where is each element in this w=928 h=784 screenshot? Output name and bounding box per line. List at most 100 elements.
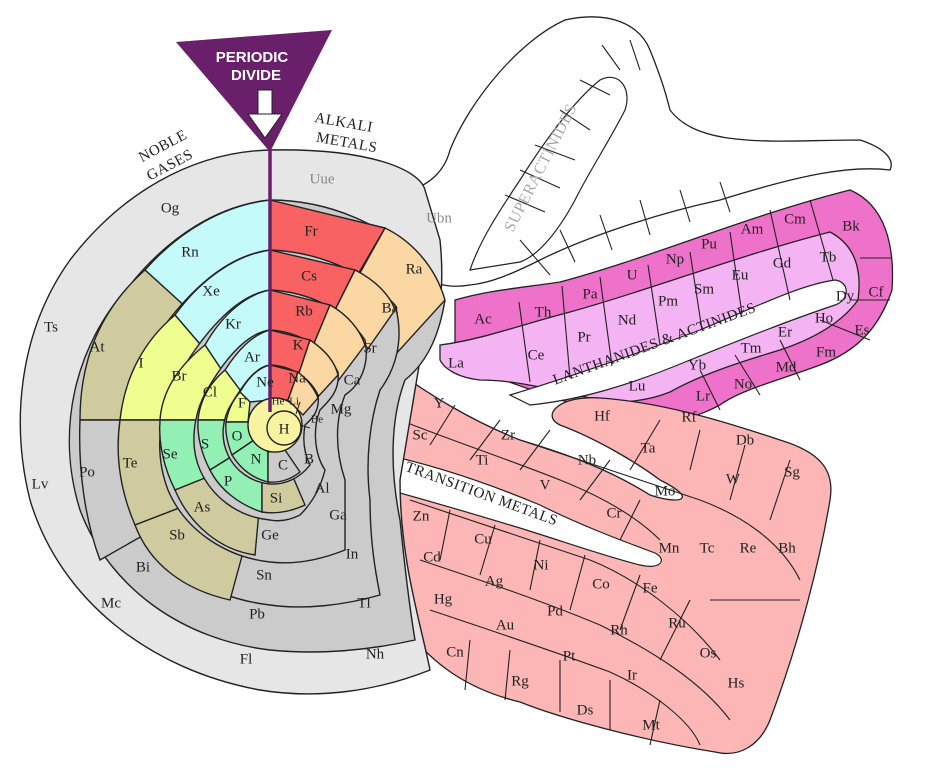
element-w: W [726,471,741,487]
element-uue: Uue [310,171,335,187]
element-ac: Ac [474,311,492,327]
lanthanide-actinide-arm [439,189,894,421]
element-rb: Rb [295,303,313,319]
element-pd: Pd [547,603,563,619]
element-cl: Cl [203,384,217,400]
element-hf: Hf [594,408,610,424]
element-fl: Fl [240,651,253,667]
element-nh: Nh [366,646,385,662]
element-mc: Mc [101,595,121,611]
element-h: H [279,421,290,437]
element-pa: Pa [583,286,598,302]
element-ir: Ir [627,667,637,683]
transition-dividers [399,404,801,746]
element-ts: Ts [44,319,58,335]
element-bh: Bh [778,540,796,556]
element-tl: Tl [357,595,370,611]
element-cs: Cs [301,268,317,284]
element-db: Db [736,432,754,448]
element-cm: Cm [784,211,806,227]
element-ca: Ca [344,372,361,388]
element-b: B [304,451,314,467]
element-tc: Tc [700,540,715,556]
element-bk: Bk [842,218,860,234]
element-be: Be [311,414,323,426]
element-rf: Rf [682,409,697,425]
transition-band [391,368,832,754]
element-tm: Tm [741,340,762,356]
element-np: Np [666,251,684,267]
element-dy: Dy [836,288,855,304]
element-nd: Nd [618,312,637,328]
element-mo: Mo [655,483,676,499]
element-lv: Lv [32,476,49,492]
element-o: O [232,428,243,444]
element-pm: Pm [658,293,678,309]
element-ge: Ge [261,527,279,543]
element-ti: Ti [476,452,489,468]
element-er: Er [778,324,792,340]
hydrogen-cell [266,410,302,446]
element-md: Md [776,359,797,375]
element-gd: Gd [773,255,792,271]
element-li: Li [289,396,299,408]
element-n: N [251,451,262,467]
element-fm: Fm [816,344,836,360]
element-sn: Sn [256,567,272,583]
element-si: Si [270,490,283,506]
element-mt: Mt [642,717,660,733]
element-nb: Nb [578,452,596,468]
element-as: As [194,499,211,515]
element-th: Th [535,304,552,320]
element-i: I [139,355,144,371]
element-po: Po [79,464,95,480]
element-na: Na [288,370,306,386]
periodic-divide-line2: DIVIDE [231,67,281,84]
element-sb: Sb [169,527,185,543]
element-no: No [734,376,752,392]
element-lr: Lr [696,388,710,404]
element-fe: Fe [643,580,658,596]
element-yb: Yb [688,357,706,373]
element-p: P [224,473,232,489]
element-mg: Mg [331,401,352,417]
element-pr: Pr [577,329,590,345]
periodic-divide: PERIODIC DIVIDE [176,30,332,412]
element-pu: Pu [701,236,717,252]
element-k: K [293,337,304,353]
element-bi: Bi [136,559,150,575]
element-os: Os [700,645,717,661]
element-hg: Hg [434,591,453,607]
element-cd: Cd [423,549,441,565]
element-tb: Tb [820,249,837,265]
element-co: Co [592,576,610,592]
element-eu: Eu [732,267,749,283]
element-f: F [238,395,246,411]
element-zn: Zn [413,508,430,524]
element-ru: Ru [668,615,686,631]
lanthanide-gap [508,279,847,406]
element-ho: Ho [815,310,833,326]
element-sc: Sc [413,427,428,443]
element-pt: Pt [563,648,576,664]
element-ar: Ar [244,349,260,365]
transition-gap [359,449,662,567]
element-mn: Mn [659,540,680,556]
lanthanide-dividers [518,199,892,411]
element-se: Se [163,446,178,462]
element-ce: Ce [528,347,545,363]
element-og: Og [161,200,180,216]
element-cn: Cn [446,644,464,660]
element-ag: Ag [485,573,504,589]
transition-metals-lobe [359,368,832,754]
element-xe: Xe [202,283,220,299]
element-cr: Cr [607,505,622,521]
element-ta: Ta [641,440,656,456]
element-fr: Fr [304,223,317,239]
element-re: Re [740,540,757,556]
superactinides-arm [409,16,892,287]
element-at: At [90,339,106,355]
element-sg: Sg [784,464,800,480]
